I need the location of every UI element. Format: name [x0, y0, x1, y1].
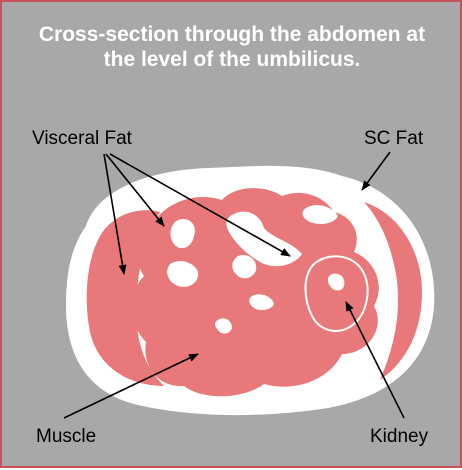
kidney-shape: [306, 256, 368, 331]
sc-fat-arrow: [362, 152, 390, 190]
figure-title: Cross-section through the abdomen at the…: [32, 22, 432, 72]
visceral-fat-label: Visceral Fat: [32, 128, 132, 150]
muscle-label: Muscle: [36, 426, 96, 448]
sc-fat-label: SC Fat: [364, 128, 423, 150]
kidney-label: Kidney: [370, 426, 428, 448]
